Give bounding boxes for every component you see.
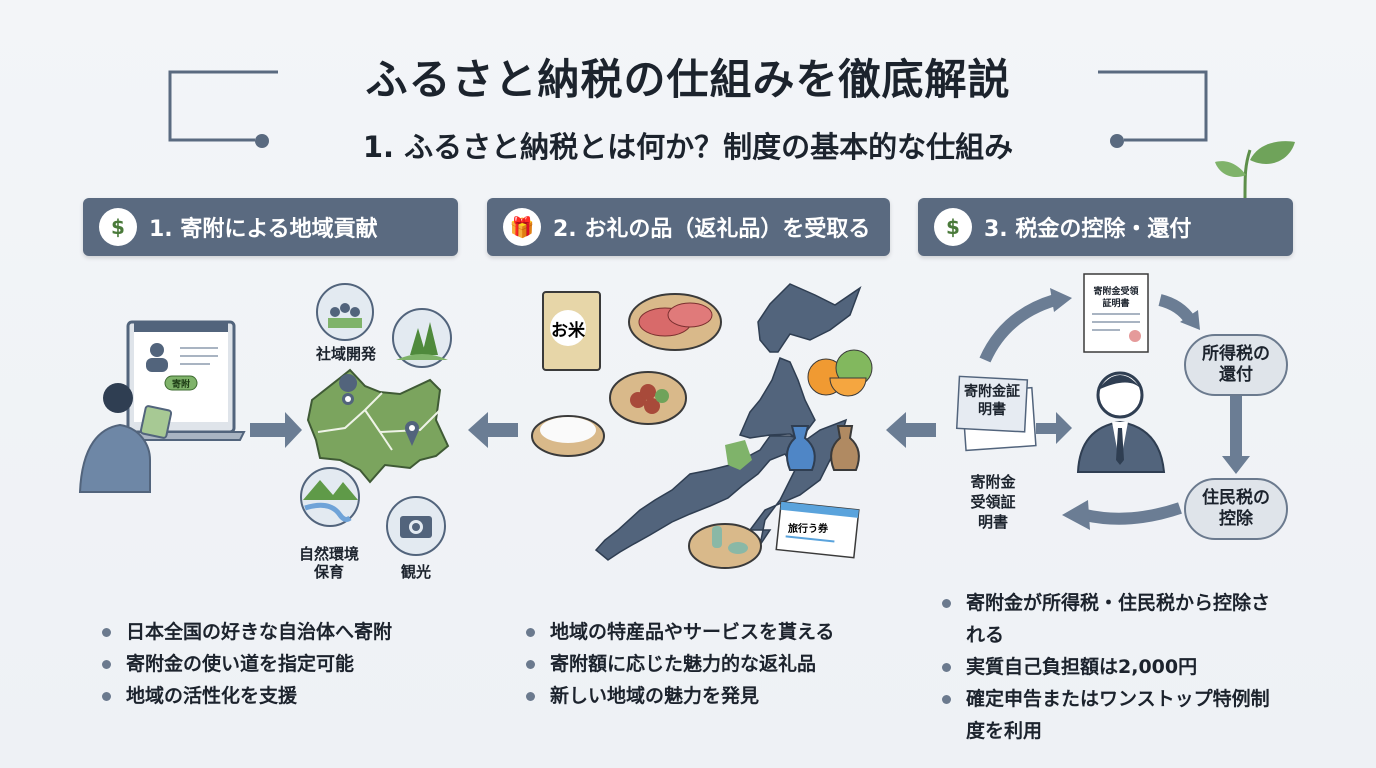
income-tax-refund-badge: 所得税の還付 — [1184, 334, 1288, 396]
bullet-list-tax: 寄附金が所得税・住民税から控除される 実質自己負担額は2,000円 確定申告また… — [940, 587, 1280, 747]
page-subtitle: 1. ふるさと納税とは何か？制度の基本的な仕組み — [362, 130, 1014, 164]
laptop-donate-button: 寄附 — [172, 378, 190, 390]
rice-bowl-icon — [531, 415, 605, 457]
person-with-phone-icon — [78, 383, 173, 493]
section-header-label: 3. 税金の控除・還付 — [984, 217, 1192, 242]
resident-tax-deduction-badge: 住民税の控除 — [1184, 478, 1288, 540]
certificate-document-icon — [1083, 273, 1149, 353]
location-pin-icon — [405, 421, 419, 446]
gift-icon: 🎁 — [503, 208, 541, 246]
camera-icon — [386, 496, 446, 556]
list-item: 寄附額に応じた魅力的な返礼品 — [524, 648, 834, 680]
community-icon — [316, 283, 374, 341]
money-hand-icon: $ — [99, 208, 137, 246]
list-item: 新しい地域の魅力を発見 — [524, 680, 834, 712]
tourism-label: 観光 — [400, 563, 431, 581]
illustration-area: 寄附 お米 旅行う券 — [78, 273, 1250, 569]
bullet-list-gift: 地域の特産品やサービスを貰える 寄附額に応じた魅力的な返礼品 新しい地域の魅力を… — [524, 616, 834, 712]
travel-ticket-icon — [775, 500, 860, 559]
list-item: 寄附金が所得税・住民税から控除される — [940, 587, 1280, 651]
page-title: ふるさと納税の仕組みを徹底解説 — [365, 55, 1011, 104]
bullet-list-donation: 日本全国の好きな自治体へ寄附 寄附金の使い道を指定可能 地域の活性化を支援 — [100, 616, 392, 712]
section-header-tax: $ 3. 税金の控除・還付 — [918, 198, 1293, 256]
citrus-fruit-icon — [807, 349, 873, 397]
list-item: 地域の活性化を支援 — [100, 680, 392, 712]
arrow-right-icon — [1036, 412, 1072, 444]
sake-set-icon — [688, 523, 762, 569]
businessman-icon — [1076, 371, 1166, 473]
title-bracket-decoration — [168, 70, 1295, 199]
region-map-icon — [306, 368, 450, 484]
arrow-down-icon — [1222, 456, 1250, 474]
nature-icon — [300, 467, 360, 527]
arrow-right-icon — [250, 412, 302, 448]
section-header-gift: 🎁 2. お礼の品（返礼品）を受取る — [487, 198, 890, 256]
arrow-left-icon — [886, 412, 936, 448]
nature-label: 自然環境保育 — [298, 545, 359, 581]
forest-icon — [392, 308, 452, 368]
list-item: 確定申告またはワンストップ特例制度を利用 — [940, 683, 1280, 747]
certificate-caption: 寄附金受領証明書 — [970, 473, 1016, 531]
sprout-icon — [1215, 141, 1295, 199]
wagyu-beef-icon — [628, 293, 722, 351]
section-header-donation: $ 1. 寄附による地域貢献 — [83, 198, 458, 256]
section-header-label: 2. お礼の品（返礼品）を受取る — [553, 217, 871, 242]
certificate-card-icon — [955, 375, 1037, 452]
arrow-curve-icon — [979, 294, 1057, 363]
rice-bag-icon — [542, 291, 601, 371]
list-item: 実質自己負担額は2,000円 — [940, 651, 1280, 683]
location-pin-icon — [339, 374, 358, 410]
list-item: 日本全国の好きな自治体へ寄附 — [100, 616, 392, 648]
community-label: 社域開発 — [315, 345, 376, 363]
arrow-left-icon — [468, 412, 518, 448]
travel-ticket-label: 旅行う券 — [788, 522, 829, 535]
list-item: 地域の特産品やサービスを貰える — [524, 616, 834, 648]
list-item: 寄附金の使い道を指定可能 — [100, 648, 392, 680]
umeboshi-icon — [609, 371, 687, 425]
money-hand-icon: $ — [934, 208, 972, 246]
certificate-top-label: 寄附金受領証明書 — [1093, 287, 1139, 309]
section-header-label: 1. 寄附による地域貢献 — [149, 217, 378, 242]
pottery-icon — [785, 425, 860, 471]
rice-bag-label: お米 — [551, 320, 586, 341]
certificate-card-label: 寄附金証明書 — [964, 384, 1020, 418]
